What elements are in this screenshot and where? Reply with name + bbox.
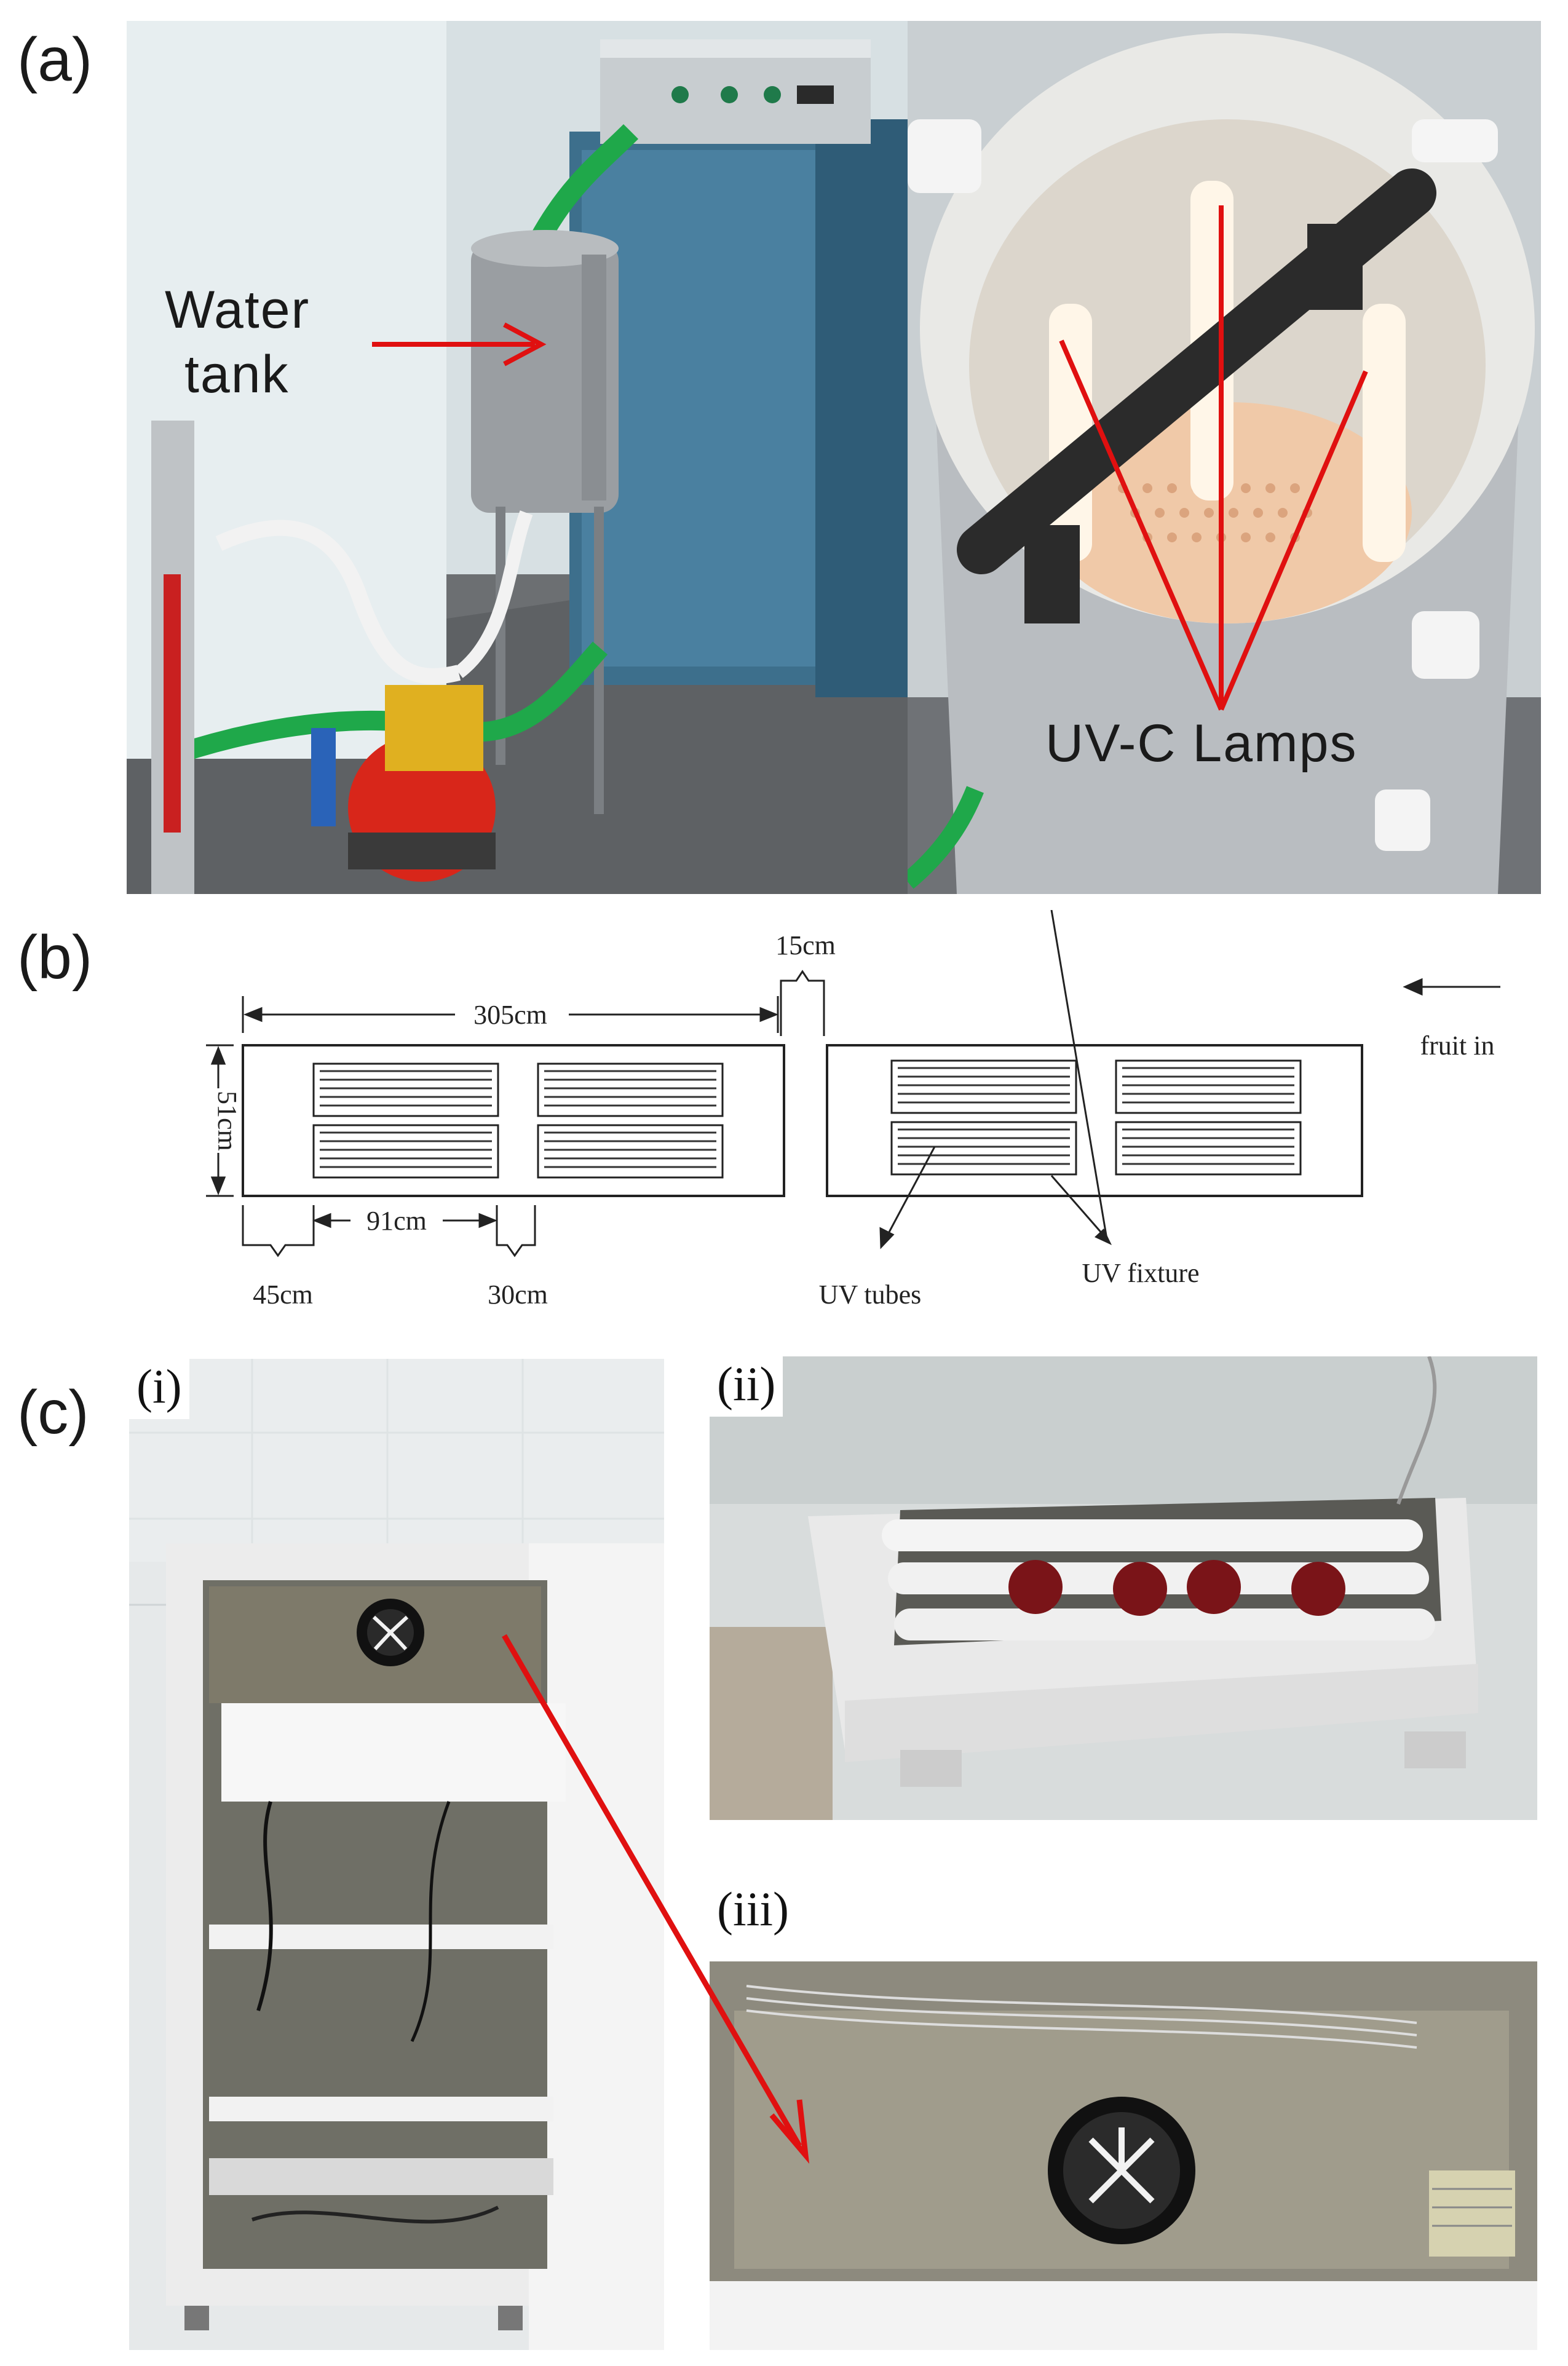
photo-cabinet-i — [129, 1359, 664, 2350]
panel-c-label: (c) — [17, 1378, 89, 1447]
water-tank-label-line1: Water — [165, 280, 311, 339]
right-chamber — [826, 1044, 1363, 1197]
photo-tray-ii — [710, 1356, 1537, 1820]
photo-fan-iii — [710, 1888, 1537, 2350]
dim-51-lines — [206, 1044, 234, 1197]
uv-fixture-arrowhead — [1095, 1228, 1112, 1245]
uv-fixture-pointer — [1050, 910, 1108, 1240]
dim-15-label: 15cm — [775, 930, 836, 960]
uv-tubes-label: UV tubes — [819, 1280, 922, 1310]
dim-30-bracket — [496, 1205, 536, 1257]
uv-lamps-scene — [908, 21, 1541, 894]
water-tank-arrow — [372, 322, 547, 366]
dim-45-label: 45cm — [253, 1280, 313, 1310]
dim-45-bracket — [242, 1205, 315, 1257]
uv-tube-lines — [320, 1067, 1294, 1168]
water-tank-label-line2: tank — [184, 345, 290, 404]
uv-tunnel-diagram: 305cm 15cm 51cm 91cm 45cm 30cm fruit in … — [206, 910, 1500, 1310]
left-box-fixtures — [312, 1062, 724, 1179]
wires — [746, 1985, 1417, 2049]
water-tank-scene — [127, 21, 908, 894]
left-chamber — [242, 1044, 785, 1197]
uv-lamps-pointer-lines — [1059, 205, 1368, 711]
dim-51-label: 51cm — [212, 1091, 242, 1151]
dim-30-label: 30cm — [488, 1280, 548, 1310]
photo-uv-lamps — [908, 21, 1541, 894]
tray-scene — [710, 1356, 1537, 1820]
photo-water-tank-setup — [127, 21, 908, 894]
sub-panel-iii-label: (iii) — [710, 1881, 796, 1942]
fan-compartment-scene — [710, 1888, 1537, 2350]
fruit-on-tray — [1008, 1560, 1345, 1616]
fruit-in-label: fruit in — [1420, 1031, 1495, 1061]
cabinet-scene — [129, 1359, 664, 2350]
electronics-grid — [1432, 2188, 1512, 2227]
dim-91-lines — [312, 1213, 498, 1228]
dim-91-label: 91cm — [366, 1206, 427, 1236]
uv-fixture-label: UV fixture — [1082, 1258, 1199, 1288]
right-box-fixtures — [890, 1059, 1302, 1176]
uv-tubes-pointer — [879, 1146, 936, 1249]
uv-lamps-label: UV-C Lamps — [1045, 714, 1358, 773]
panel-b-label: (b) — [17, 923, 93, 992]
fan-blades-i — [372, 1615, 409, 1651]
dim-305-lines — [242, 996, 779, 1033]
panel-a-label: (a) — [17, 25, 93, 94]
sub-panel-i-label: (i) — [129, 1359, 189, 1419]
fan-blades-iii — [1088, 2127, 1155, 2204]
sub-panel-ii-label: (ii) — [710, 1356, 783, 1417]
fruit-in-arrow — [1403, 978, 1500, 996]
dim-15-bracket — [780, 970, 825, 993]
uv-fixture-line — [1050, 1175, 1108, 1240]
dim-305-label: 305cm — [473, 1000, 547, 1030]
